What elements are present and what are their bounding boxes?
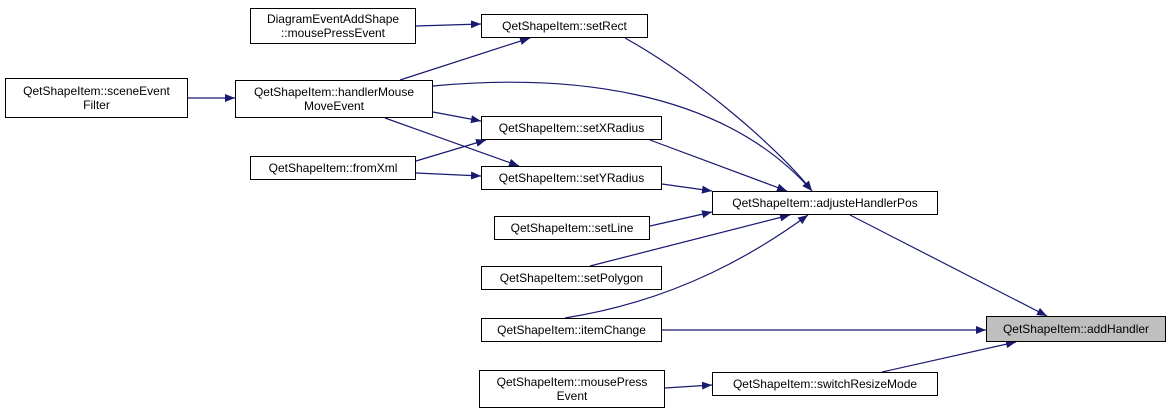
- edge-setRect-to-adjusteHandlerPos: [624, 37, 813, 192]
- node-set-x-radius[interactable]: QetShapeItem::setXRadius: [481, 116, 662, 140]
- edge-handlerMouseMoveEvent-to-adjusteHandlerPos: [432, 81, 813, 192]
- edge-fromXml-to-setXRadius: [415, 139, 487, 162]
- node-mouse-press-event[interactable]: QetShapeItem::mousePress Event: [479, 370, 665, 408]
- edge-itemChange-to-adjusteHandlerPos: [564, 214, 809, 319]
- node-add-handler[interactable]: QetShapeItem::addHandler: [986, 316, 1166, 342]
- node-label: QetShapeItem::setPolygon: [499, 271, 644, 285]
- node-set-line[interactable]: QetShapeItem::setLine: [494, 216, 650, 240]
- edge-handlerMouseMoveEvent-to-setXRadius: [432, 111, 482, 124]
- edge-diagramEventAddShape-to-setRect: [415, 20, 482, 29]
- node-label-line-2: MoveEvent: [303, 99, 365, 113]
- node-scene-event-filter[interactable]: QetShapeItem::sceneEvent Filter: [5, 78, 188, 118]
- edge-mousePressEvent-to-switchResizeMode: [664, 381, 713, 390]
- edge-fromXml-to-setYRadius: [415, 171, 482, 180]
- node-set-rect[interactable]: QetShapeItem::setRect: [481, 14, 648, 38]
- node-label-line-2: Filter: [83, 98, 110, 112]
- node-handler-mouse-move-event[interactable]: QetShapeItem::handlerMouse MoveEvent: [235, 80, 433, 118]
- node-item-change[interactable]: QetShapeItem::itemChange: [481, 318, 662, 342]
- node-diagram-event-add-shape-mouse-press-event[interactable]: DiagramEventAddShape ::mousePressEvent: [250, 8, 416, 44]
- edge-handlerMouseMoveEvent-to-setRect: [399, 37, 531, 81]
- edge-setPolygon-to-adjusteHandlerPos: [589, 213, 791, 267]
- node-label: QetShapeItem::setRect: [502, 19, 627, 33]
- node-label: QetShapeItem::setLine: [510, 221, 634, 235]
- node-label-line-2: ::mousePressEvent: [280, 26, 386, 40]
- edge-setYRadius-to-adjusteHandlerPos: [661, 183, 713, 194]
- node-label: QetShapeItem::setYRadius: [498, 171, 645, 185]
- edge-adjusteHandlerPos-to-addHandler: [849, 214, 1048, 317]
- edge-setXRadius-to-adjusteHandlerPos: [649, 139, 788, 192]
- node-label: QetShapeItem::adjusteHandlerPos: [732, 196, 918, 210]
- node-label-line-1: DiagramEventAddShape: [266, 12, 400, 26]
- node-label-line-1: QetShapeItem::handlerMouse: [253, 85, 415, 99]
- node-set-polygon[interactable]: QetShapeItem::setPolygon: [481, 266, 662, 290]
- node-label: QetShapeItem::addHandler: [1002, 322, 1150, 336]
- node-label: QetShapeItem::setXRadius: [498, 121, 645, 135]
- node-switch-resize-mode[interactable]: QetShapeItem::switchResizeMode: [712, 372, 938, 396]
- node-label-line-1: QetShapeItem::sceneEvent: [23, 84, 170, 98]
- node-label: QetShapeItem::itemChange: [497, 323, 646, 337]
- node-from-xml[interactable]: QetShapeItem::fromXml: [250, 156, 416, 180]
- edge-switchResizeMode-to-addHandler: [881, 340, 1017, 373]
- node-label-line-2: Event: [556, 389, 588, 403]
- edge-handlerMouseMoveEvent-to-setYRadius: [384, 117, 520, 167]
- node-label: QetShapeItem::switchResizeMode: [732, 377, 918, 391]
- node-set-y-radius[interactable]: QetShapeItem::setYRadius: [481, 166, 662, 190]
- node-adjuste-handler-pos[interactable]: QetShapeItem::adjusteHandlerPos: [712, 191, 938, 215]
- edge-setLine-to-adjusteHandlerPos: [649, 210, 713, 227]
- node-label-line-1: QetShapeItem::mousePress: [496, 375, 648, 389]
- node-label: QetShapeItem::fromXml: [268, 161, 398, 175]
